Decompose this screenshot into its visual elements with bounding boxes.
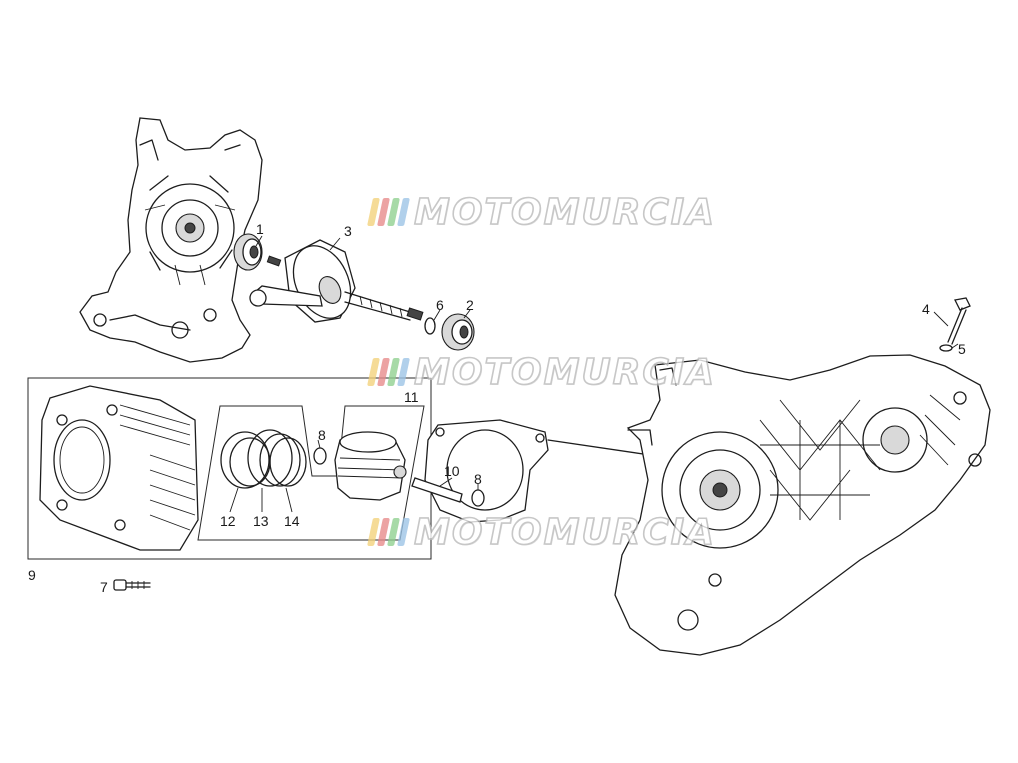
watermark-stripes	[367, 198, 410, 226]
part-1-bearing	[233, 233, 263, 271]
watermark-stripes	[367, 518, 410, 546]
part-10-piston-pin	[411, 477, 463, 503]
callout-1: 1	[256, 221, 264, 237]
cylinder	[39, 385, 199, 551]
callout-4: 4	[922, 301, 930, 317]
watermark-text: MOTOMURCIA	[413, 191, 717, 234]
left-crankcase-half	[79, 117, 263, 363]
callout-8-left: 8	[318, 427, 326, 443]
part-8-clip-left	[313, 447, 327, 465]
callout-6: 6	[436, 297, 444, 313]
watermark-bottom: MOTOMURCIA	[367, 511, 717, 554]
part-8-clip-right	[471, 489, 485, 507]
callout-11: 11	[404, 389, 419, 405]
right-crankcase-half	[614, 354, 991, 656]
part-7-screw	[113, 579, 151, 591]
callout-12: 12	[220, 513, 236, 529]
stud-guide-line	[547, 439, 651, 456]
watermark-stripes	[367, 358, 410, 386]
callout-9: 9	[28, 567, 36, 583]
callout-7: 7	[100, 579, 108, 595]
part-3-crankshaft	[249, 239, 424, 323]
callout-3: 3	[344, 223, 352, 239]
piston	[334, 431, 407, 501]
callout-10: 10	[444, 463, 460, 479]
part-2-bearing	[441, 313, 475, 351]
callout-13: 13	[253, 513, 269, 529]
watermark-top: MOTOMURCIA	[367, 191, 717, 234]
leader-lines	[229, 235, 959, 513]
part-4-bolt	[947, 297, 971, 345]
callout-2: 2	[466, 297, 474, 313]
watermark-middle: MOTOMURCIA	[367, 351, 717, 394]
watermark-text: MOTOMURCIA	[413, 511, 717, 554]
piston-rings	[220, 429, 307, 489]
part-6-circlip	[424, 317, 436, 335]
watermark-text: MOTOMURCIA	[413, 351, 717, 394]
callout-8-right: 8	[474, 471, 482, 487]
part-5-washer	[939, 344, 953, 352]
callout-14: 14	[284, 513, 300, 529]
callout-5: 5	[958, 341, 966, 357]
